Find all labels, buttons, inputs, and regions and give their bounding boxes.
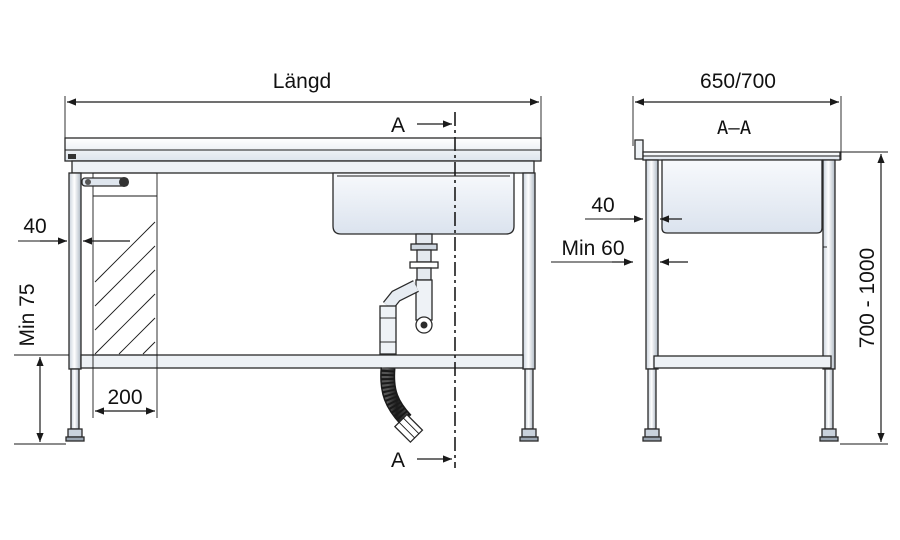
min75-label: Min 75 xyxy=(16,283,39,346)
side-dim-40: 40 xyxy=(585,194,682,223)
left-leg xyxy=(65,172,85,442)
dim-min60: Min 60 xyxy=(551,237,688,266)
side-worktop xyxy=(634,139,841,161)
height-label: 700 - 1000 xyxy=(856,248,879,348)
side-panel xyxy=(92,172,158,356)
dim-min75: Min 75 xyxy=(14,283,69,445)
length-label: Längd xyxy=(273,70,331,93)
height-dimension: 700 - 1000 xyxy=(840,151,888,445)
drain-hose xyxy=(380,367,424,444)
dim-200: 200 xyxy=(92,355,158,418)
min60-label: Min 60 xyxy=(561,237,624,260)
side-view: 650/700 A–A 40 xyxy=(551,70,888,445)
right-leg xyxy=(519,172,539,442)
section-marker-top: A xyxy=(391,114,405,137)
handle-bracket xyxy=(81,177,129,187)
lower-shelf xyxy=(80,354,524,369)
width-dimension: 650/700 xyxy=(632,70,842,160)
front-dim-40: 40 xyxy=(18,215,130,245)
side-sink-bowl xyxy=(661,159,823,234)
side-legs xyxy=(642,159,839,442)
side-lower-shelf xyxy=(653,355,832,369)
front-view: Längd xyxy=(14,70,542,472)
side-dim-40-label: 40 xyxy=(591,194,614,217)
section-title: A–A xyxy=(717,117,752,139)
drain-trap xyxy=(379,233,439,355)
length-dimension: Längd xyxy=(64,70,542,138)
width-label: 650/700 xyxy=(700,70,776,93)
sink-bowl xyxy=(332,172,515,235)
dim-200-label: 200 xyxy=(107,386,142,409)
front-dim-40-label: 40 xyxy=(23,215,46,238)
section-line: A A xyxy=(391,112,456,472)
worktop xyxy=(64,137,542,174)
section-marker-bottom: A xyxy=(391,449,405,472)
